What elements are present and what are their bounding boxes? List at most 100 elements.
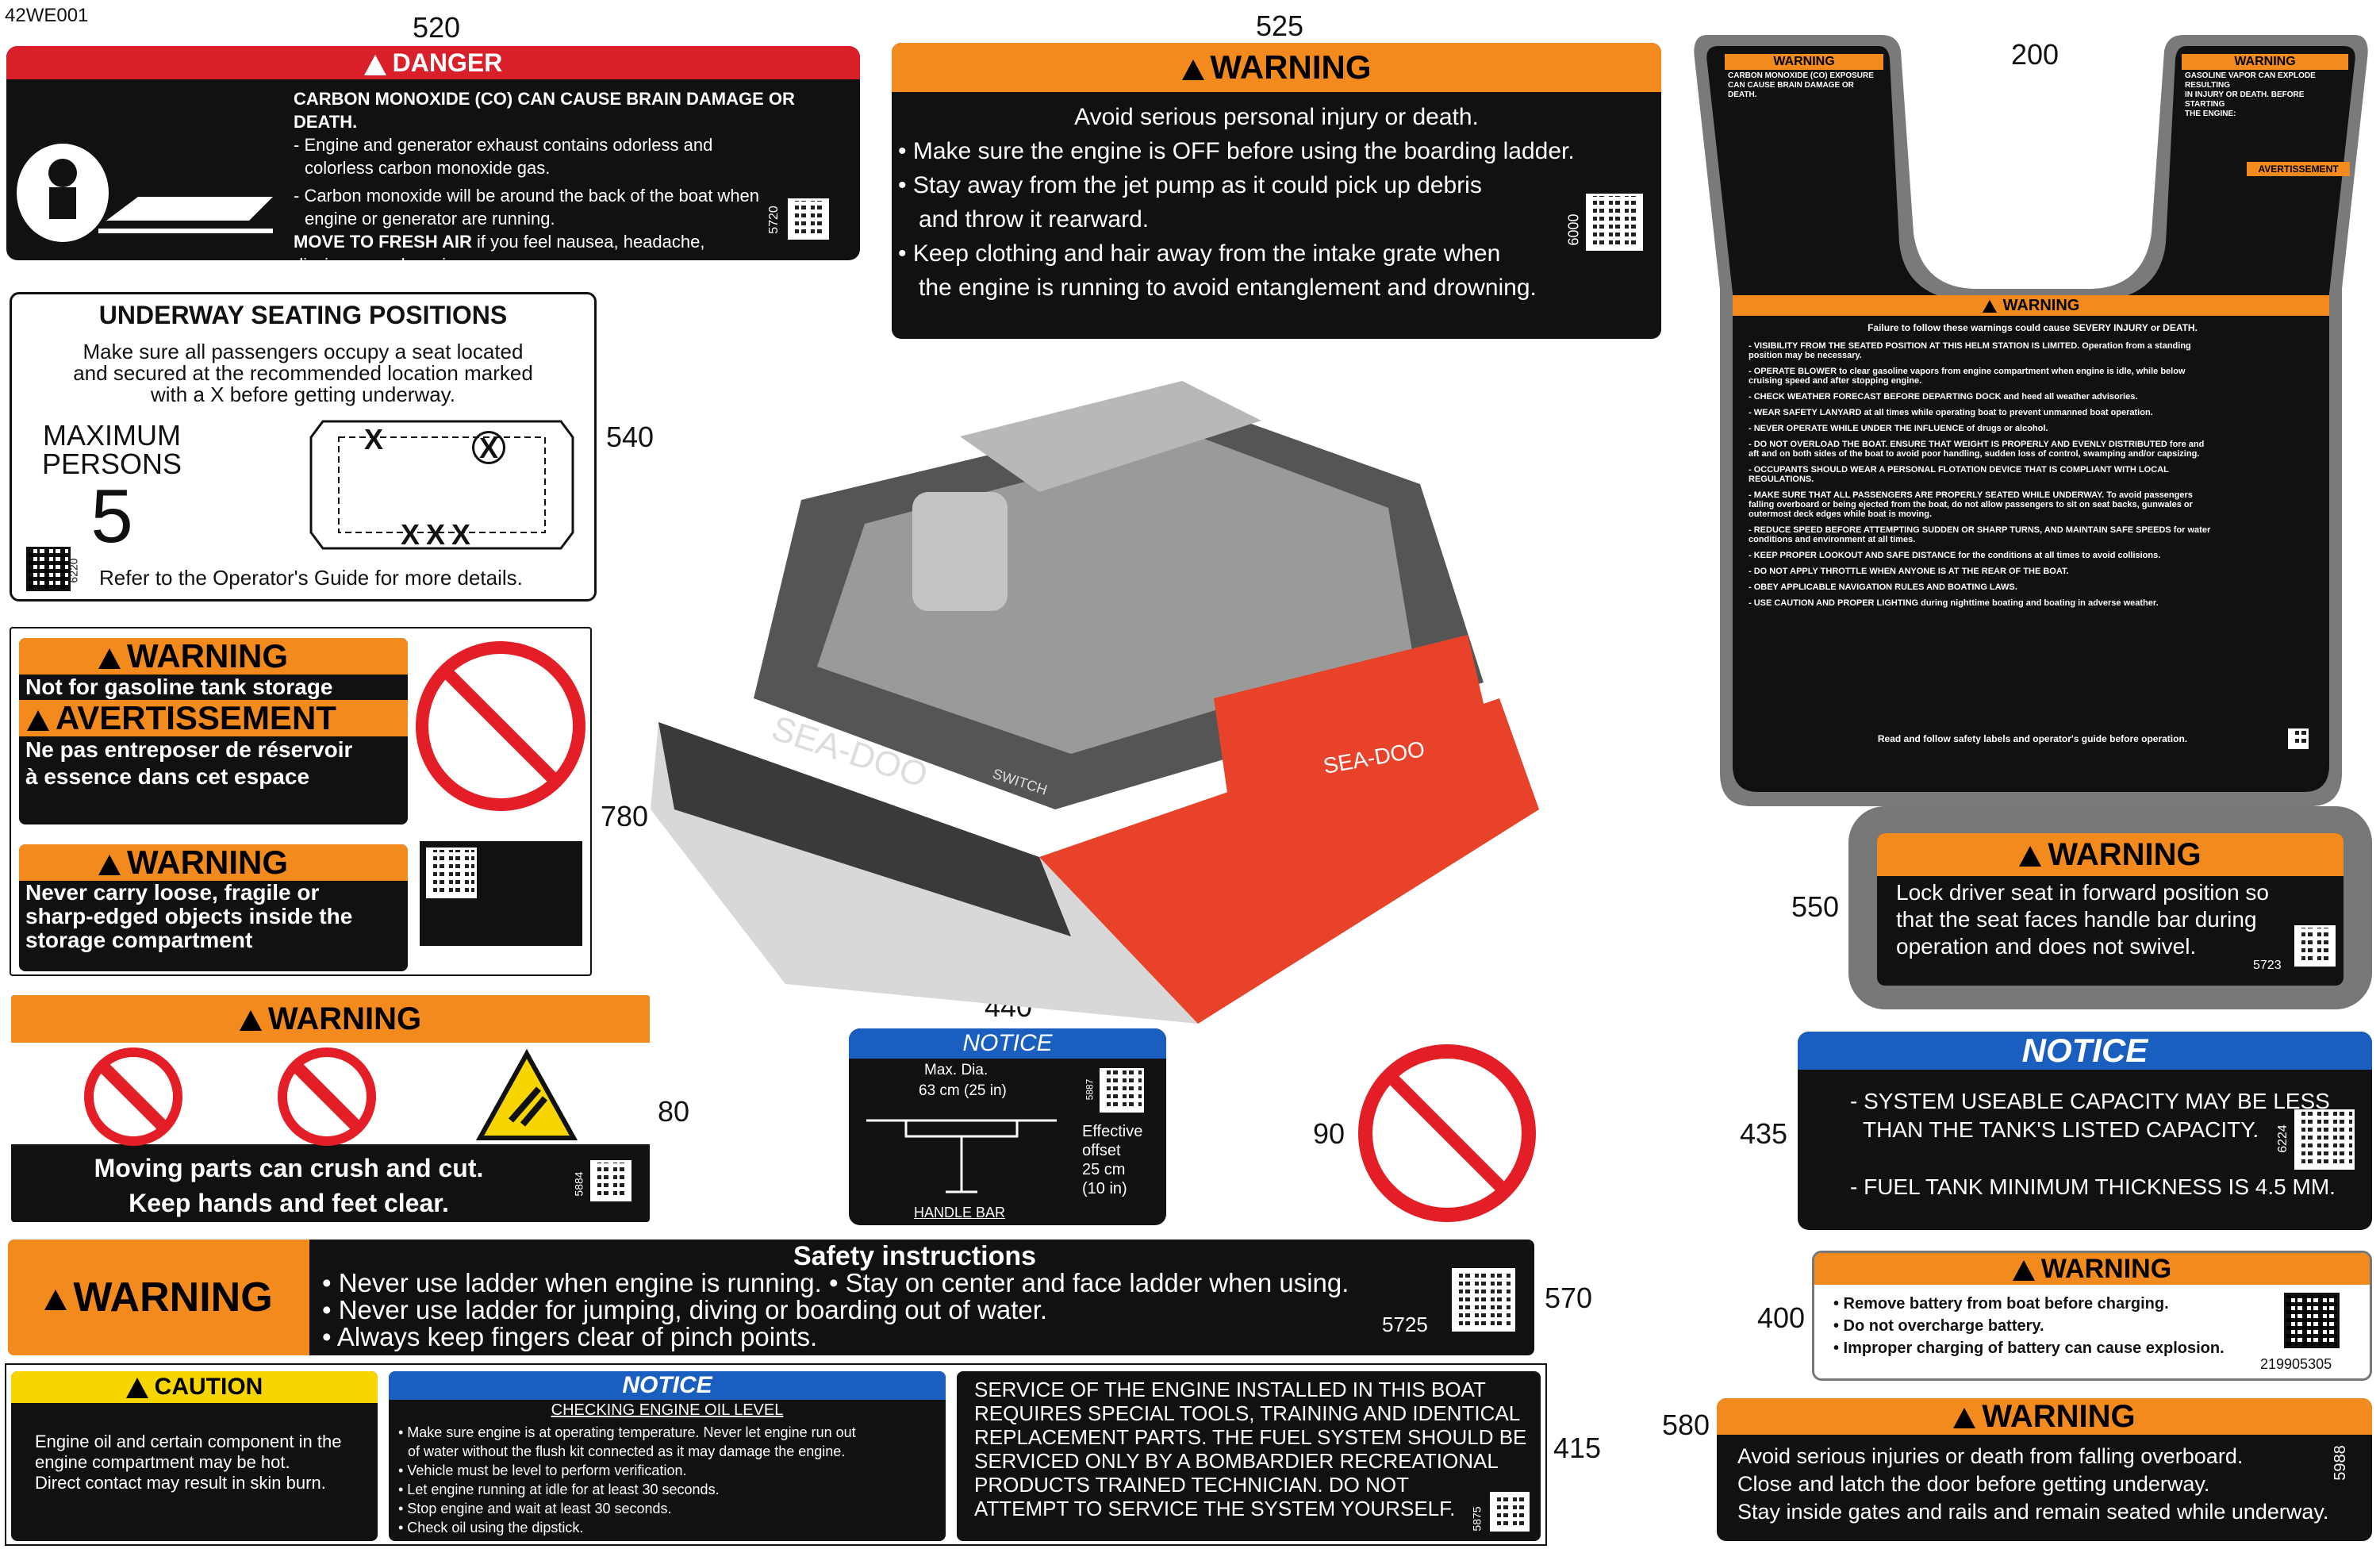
callout-780: 780 [601, 800, 649, 832]
alert-triangle-icon [1181, 59, 1204, 80]
service-notice: SERVICE OF THE ENGINE INSTALLED IN THIS … [957, 1371, 1541, 1541]
helm-right-header: WARNING [2182, 54, 2348, 70]
warning-subtitle: Avoid serious personal injury or death. [1074, 104, 1479, 130]
warning-bullet-2: • Stay away from the jet pump as it coul… [898, 172, 1482, 198]
callout-570: 570 [1545, 1282, 1593, 1314]
callout-200: 200 [2011, 38, 2059, 71]
helm-item: - USE CAUTION AND PROPER LIGHTING during… [1749, 598, 2159, 608]
label-200-helm: WARNING CARBON MONOXIDE (CO) EXPOSURE CA… [1691, 35, 2370, 806]
storage-avertissement-header: AVERTISSEMENT [19, 700, 408, 736]
helm-right-title-3: THE ENGINE: [2185, 110, 2236, 118]
helm-item-list: - VISIBILITY FROM THE SEATED POSITION AT… [1749, 341, 2217, 614]
alert-triangle-icon [1982, 299, 1997, 313]
overboard-text-1: Avoid serious injuries or death from fal… [1737, 1444, 2244, 1468]
offset-value-1: 25 cm [1082, 1161, 1126, 1178]
moving-parts-text-1: Moving parts can crush and cut. [94, 1154, 484, 1182]
helm-item: - DO NOT OVERLOAD THE BOAT. ENSURE THAT … [1749, 440, 2205, 459]
oil-notice-header: NOTICE [389, 1371, 946, 1400]
seat-warning-text-3: operation and does not swivel. [1896, 934, 2197, 959]
moving-parts-text-2: Keep hands and feet clear. [129, 1189, 449, 1217]
ladder-title: Safety instructions [793, 1241, 1037, 1271]
offset-label-1: Effective [1082, 1123, 1143, 1140]
service-text-2: REQUIRES SPECIAL TOOLS, TRAINING AND IDE… [974, 1401, 1521, 1425]
caution-text-1: Engine oil and certain component in the [35, 1432, 342, 1451]
label-code: 5720 [766, 206, 781, 234]
seating-text-3: with a X before getting underway. [151, 382, 455, 406]
label-540-seating: UNDERWAY SEATING POSITIONS Make sure all… [10, 292, 597, 602]
alert-triangle-icon [125, 1378, 148, 1399]
avertissement-text-2: à essence dans cet espace [25, 764, 310, 789]
callout-400: 400 [1757, 1301, 1806, 1334]
storage-qr-panel [420, 841, 582, 946]
qr-code-icon [26, 547, 71, 591]
label-code: 5887 [1084, 1078, 1096, 1101]
alert-triangle-icon [2012, 1260, 2035, 1282]
qr-code-icon [2284, 1293, 2340, 1348]
seat-warning-header: WARNING [1877, 833, 2344, 876]
overboard-text-2: Close and latch the door before getting … [1737, 1472, 2210, 1496]
alert-triangle-icon [363, 54, 386, 75]
fuel-notice-header: NOTICE [1798, 1032, 2372, 1070]
label-520-danger: DANGER CARBON MONOXIDE (CO) CAN CAUSE BR… [6, 46, 860, 260]
qr-code-icon [1100, 1068, 1144, 1113]
label-525-warning: WARNING Avoid serious personal injury or… [892, 43, 1661, 339]
offset-value-2: (10 in) [1082, 1180, 1127, 1197]
seating-title: UNDERWAY SEATING POSITIONS [98, 301, 508, 329]
callout-550: 550 [1791, 890, 1840, 923]
helm-right-title-2: IN INJURY OR DEATH. BEFORE STARTING [2185, 90, 2305, 109]
oil-notice-subtitle: CHECKING ENGINE OIL LEVEL [551, 1401, 784, 1419]
helm-item: - WEAR SAFETY LANYARD at all times while… [1749, 408, 2153, 417]
helm-intro: Failure to follow these warnings could c… [1868, 322, 2198, 333]
helm-main-header: WARNING [1733, 295, 2329, 316]
label-code: 5723 [2253, 959, 2282, 972]
danger-bullet-3: MOVE TO FRESH AIR if you feel nausea, he… [294, 232, 705, 252]
objects-text-3: storage compartment [25, 928, 253, 952]
danger-bullet-1: - Engine and generator exhaust contains … [294, 135, 713, 155]
helm-item: - CHECK WEATHER FORECAST BEFORE DEPARTIN… [1749, 392, 2138, 402]
qr-code-icon [2294, 925, 2336, 967]
seat-mark-x: X [401, 518, 427, 551]
seating-text-2: and secured at the recommended location … [73, 361, 533, 385]
seat-warning-text-1: Lock driver seat in forward position so [1896, 880, 2269, 905]
battery-bullet-3: • Improper charging of battery can cause… [1833, 1340, 2225, 1357]
helm-item: - VISIBILITY FROM THE SEATED POSITION AT… [1749, 341, 2191, 360]
helm-item: - KEEP PROPER LOOKOUT AND SAFE DISTANCE … [1749, 551, 2161, 560]
handlebar-diagram [866, 1119, 1057, 1193]
avertissement-text-1: Ne pas entreposer de réservoir [25, 737, 353, 762]
caution-header: CAUTION [11, 1371, 378, 1403]
ladder-bullet-2: • Never use ladder for jumping, diving o… [322, 1295, 1048, 1324]
seat-mark-x: X [364, 423, 384, 455]
danger-title: CARBON MONOXIDE (CO) CAN CAUSE BRAIN DAM… [294, 89, 795, 132]
notice-engine-oil: NOTICE CHECKING ENGINE OIL LEVEL • Make … [389, 1371, 946, 1541]
helm-left-title-2: CAN CAUSE BRAIN DAMAGE OR DEATH. [1728, 81, 1854, 99]
oil-step-2: • Vehicle must be level to perform verif… [398, 1463, 687, 1478]
qr-code-icon [788, 198, 829, 240]
callout-520: 520 [413, 11, 461, 44]
danger-bullet-2: - Carbon monoxide will be around the bac… [294, 186, 760, 206]
alert-triangle-icon [1953, 1408, 1976, 1429]
max-dia-label: Max. Dia. [924, 1062, 988, 1078]
label-415-group: CAUTION Engine oil and certain component… [5, 1363, 1547, 1546]
label-code: 6220 [67, 558, 80, 583]
oil-step-1b: of water without the flush kit connected… [408, 1443, 846, 1459]
battery-warning-header: WARNING [1814, 1253, 2370, 1285]
co-boat-pictogram [17, 144, 273, 242]
seat-mark-x: X [451, 518, 478, 551]
boat-image: SEA-DOO SEA-DOO SWITCH [651, 381, 1539, 1024]
helm-avertissement-header: AVERTISSEMENT [2247, 162, 2350, 176]
helm-right-title-1: GASOLINE VAPOR CAN EXPLODE RESULTING [2185, 71, 2316, 90]
helm-item: - OBEY APPLICABLE NAVIGATION RULES AND B… [1749, 582, 2017, 592]
label-code: 5884 [572, 1171, 585, 1197]
storage-warning-header: WARNING [19, 638, 408, 675]
alert-triangle-icon [2019, 846, 2042, 867]
label-780-storage: WARNING Not for gasoline tank storage AV… [10, 627, 592, 976]
callout-580: 580 [1662, 1409, 1710, 1441]
label-code: 6224 [2275, 1124, 2290, 1153]
callout-80: 80 [658, 1095, 690, 1128]
qr-code-icon [2288, 728, 2309, 749]
moving-parts-header: WARNING [11, 995, 650, 1043]
qr-code-icon [1490, 1492, 1530, 1532]
alert-triangle-icon [98, 648, 121, 669]
no-foot-icon [278, 1047, 376, 1146]
seating-footer: Refer to the Operator's Guide for more d… [99, 566, 523, 590]
